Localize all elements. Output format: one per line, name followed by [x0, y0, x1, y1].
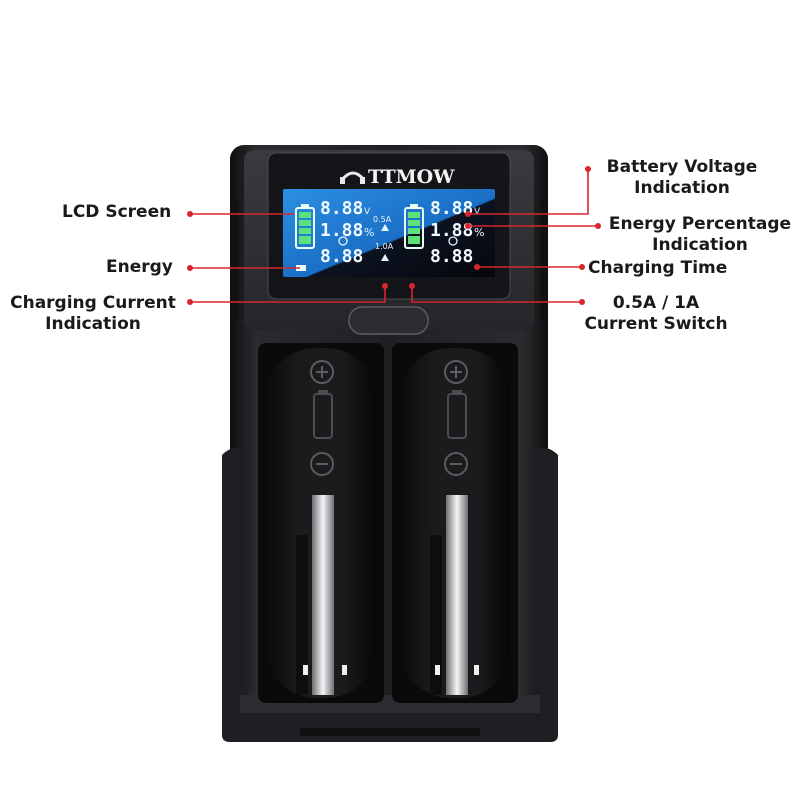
brand-text: TTMOW — [368, 166, 455, 188]
battery-bay-left — [258, 343, 384, 703]
clock-icon — [338, 236, 458, 246]
left-percent-readout: 1.88 — [320, 220, 363, 241]
plus-icon — [310, 360, 468, 384]
left-percent-unit: % — [364, 226, 374, 239]
callout-current-switch-line1: 0.5A / 1A — [612, 293, 700, 313]
callout-dots — [187, 166, 601, 305]
callout-charging-time: Charging Time — [588, 258, 728, 278]
callout-energy: Energy — [106, 257, 173, 277]
callout-lcd-screen: LCD Screen — [62, 202, 172, 222]
right-percent-readout: 1.88 — [430, 220, 473, 241]
right-voltage-unit: V — [474, 207, 481, 217]
lcd-screen — [283, 189, 495, 277]
current-high-label: 1.0A — [375, 242, 394, 251]
current-arrow-icon — [381, 224, 389, 261]
callout-energy-percentage-line2: Indication — [652, 235, 748, 255]
callout-charging-current-line2: Indication — [45, 314, 141, 334]
callout-battery-voltage-line2: Indication — [634, 178, 730, 198]
callout-charging-current-line1: Charging Current — [10, 293, 176, 313]
callout-battery-voltage-line1: Battery Voltage — [606, 157, 758, 177]
current-switch-button[interactable] — [348, 306, 429, 335]
left-voltage-readout: 8.88 — [320, 198, 363, 219]
current-low-label: 0.5A — [373, 215, 392, 224]
callout-current-switch-line2: Current Switch — [584, 314, 728, 334]
energy-bar-icon — [296, 265, 306, 271]
callout-lines — [190, 169, 598, 303]
right-voltage-readout: 8.88 — [430, 198, 473, 219]
battery-outline-icon — [313, 390, 467, 439]
callout-energy-percentage-line1: Energy Percentage — [608, 214, 792, 234]
callout-current-switch: 0.5A / 1A Current Switch — [584, 293, 728, 335]
right-battery-gauge-icon — [404, 204, 424, 249]
callout-charging-current: Charging Current Indication — [8, 293, 178, 335]
left-voltage-unit: V — [364, 207, 371, 217]
callout-battery-voltage: Battery Voltage Indication — [602, 157, 762, 199]
left-time-readout: 8.88 — [320, 246, 363, 267]
left-battery-gauge-icon — [295, 204, 315, 249]
right-percent-unit: % — [474, 226, 484, 239]
minus-icon — [310, 452, 468, 476]
callout-energy-percentage: Energy Percentage Indication — [608, 214, 792, 256]
right-time-readout: 8.88 — [430, 246, 473, 267]
brand-logo-icon — [340, 171, 366, 184]
battery-bay-right — [392, 343, 518, 703]
